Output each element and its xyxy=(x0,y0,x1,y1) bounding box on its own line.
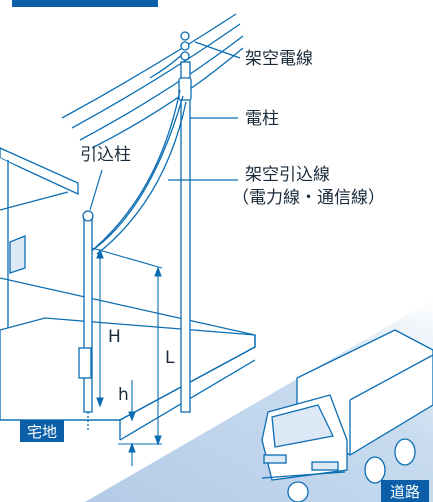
dimension-L-label: L xyxy=(165,348,175,368)
dimension-H-label: H xyxy=(108,327,121,347)
dimension-h-label: h xyxy=(118,385,129,405)
service-drop-lines xyxy=(89,89,187,255)
overhead-wire-label: 架空電線 xyxy=(245,49,313,69)
drop-line-label: 架空引込線 xyxy=(245,165,330,185)
road-label: 道路 xyxy=(390,483,420,501)
utility-pole xyxy=(178,31,192,413)
leader-lines xyxy=(89,41,241,211)
service-pole-label: 引込柱 xyxy=(80,145,131,165)
top-edge-bar xyxy=(12,0,158,7)
truck xyxy=(261,329,433,502)
dimension-lines xyxy=(91,247,163,466)
drop-line-sub-label: （電力線・通信線） xyxy=(232,188,385,208)
service-pole xyxy=(78,210,94,432)
pole-label: 電柱 xyxy=(245,109,279,129)
residential-badge xyxy=(20,420,64,442)
road-badge xyxy=(381,480,429,502)
residential-label: 宅地 xyxy=(27,423,57,441)
overhead-wires xyxy=(61,13,244,149)
